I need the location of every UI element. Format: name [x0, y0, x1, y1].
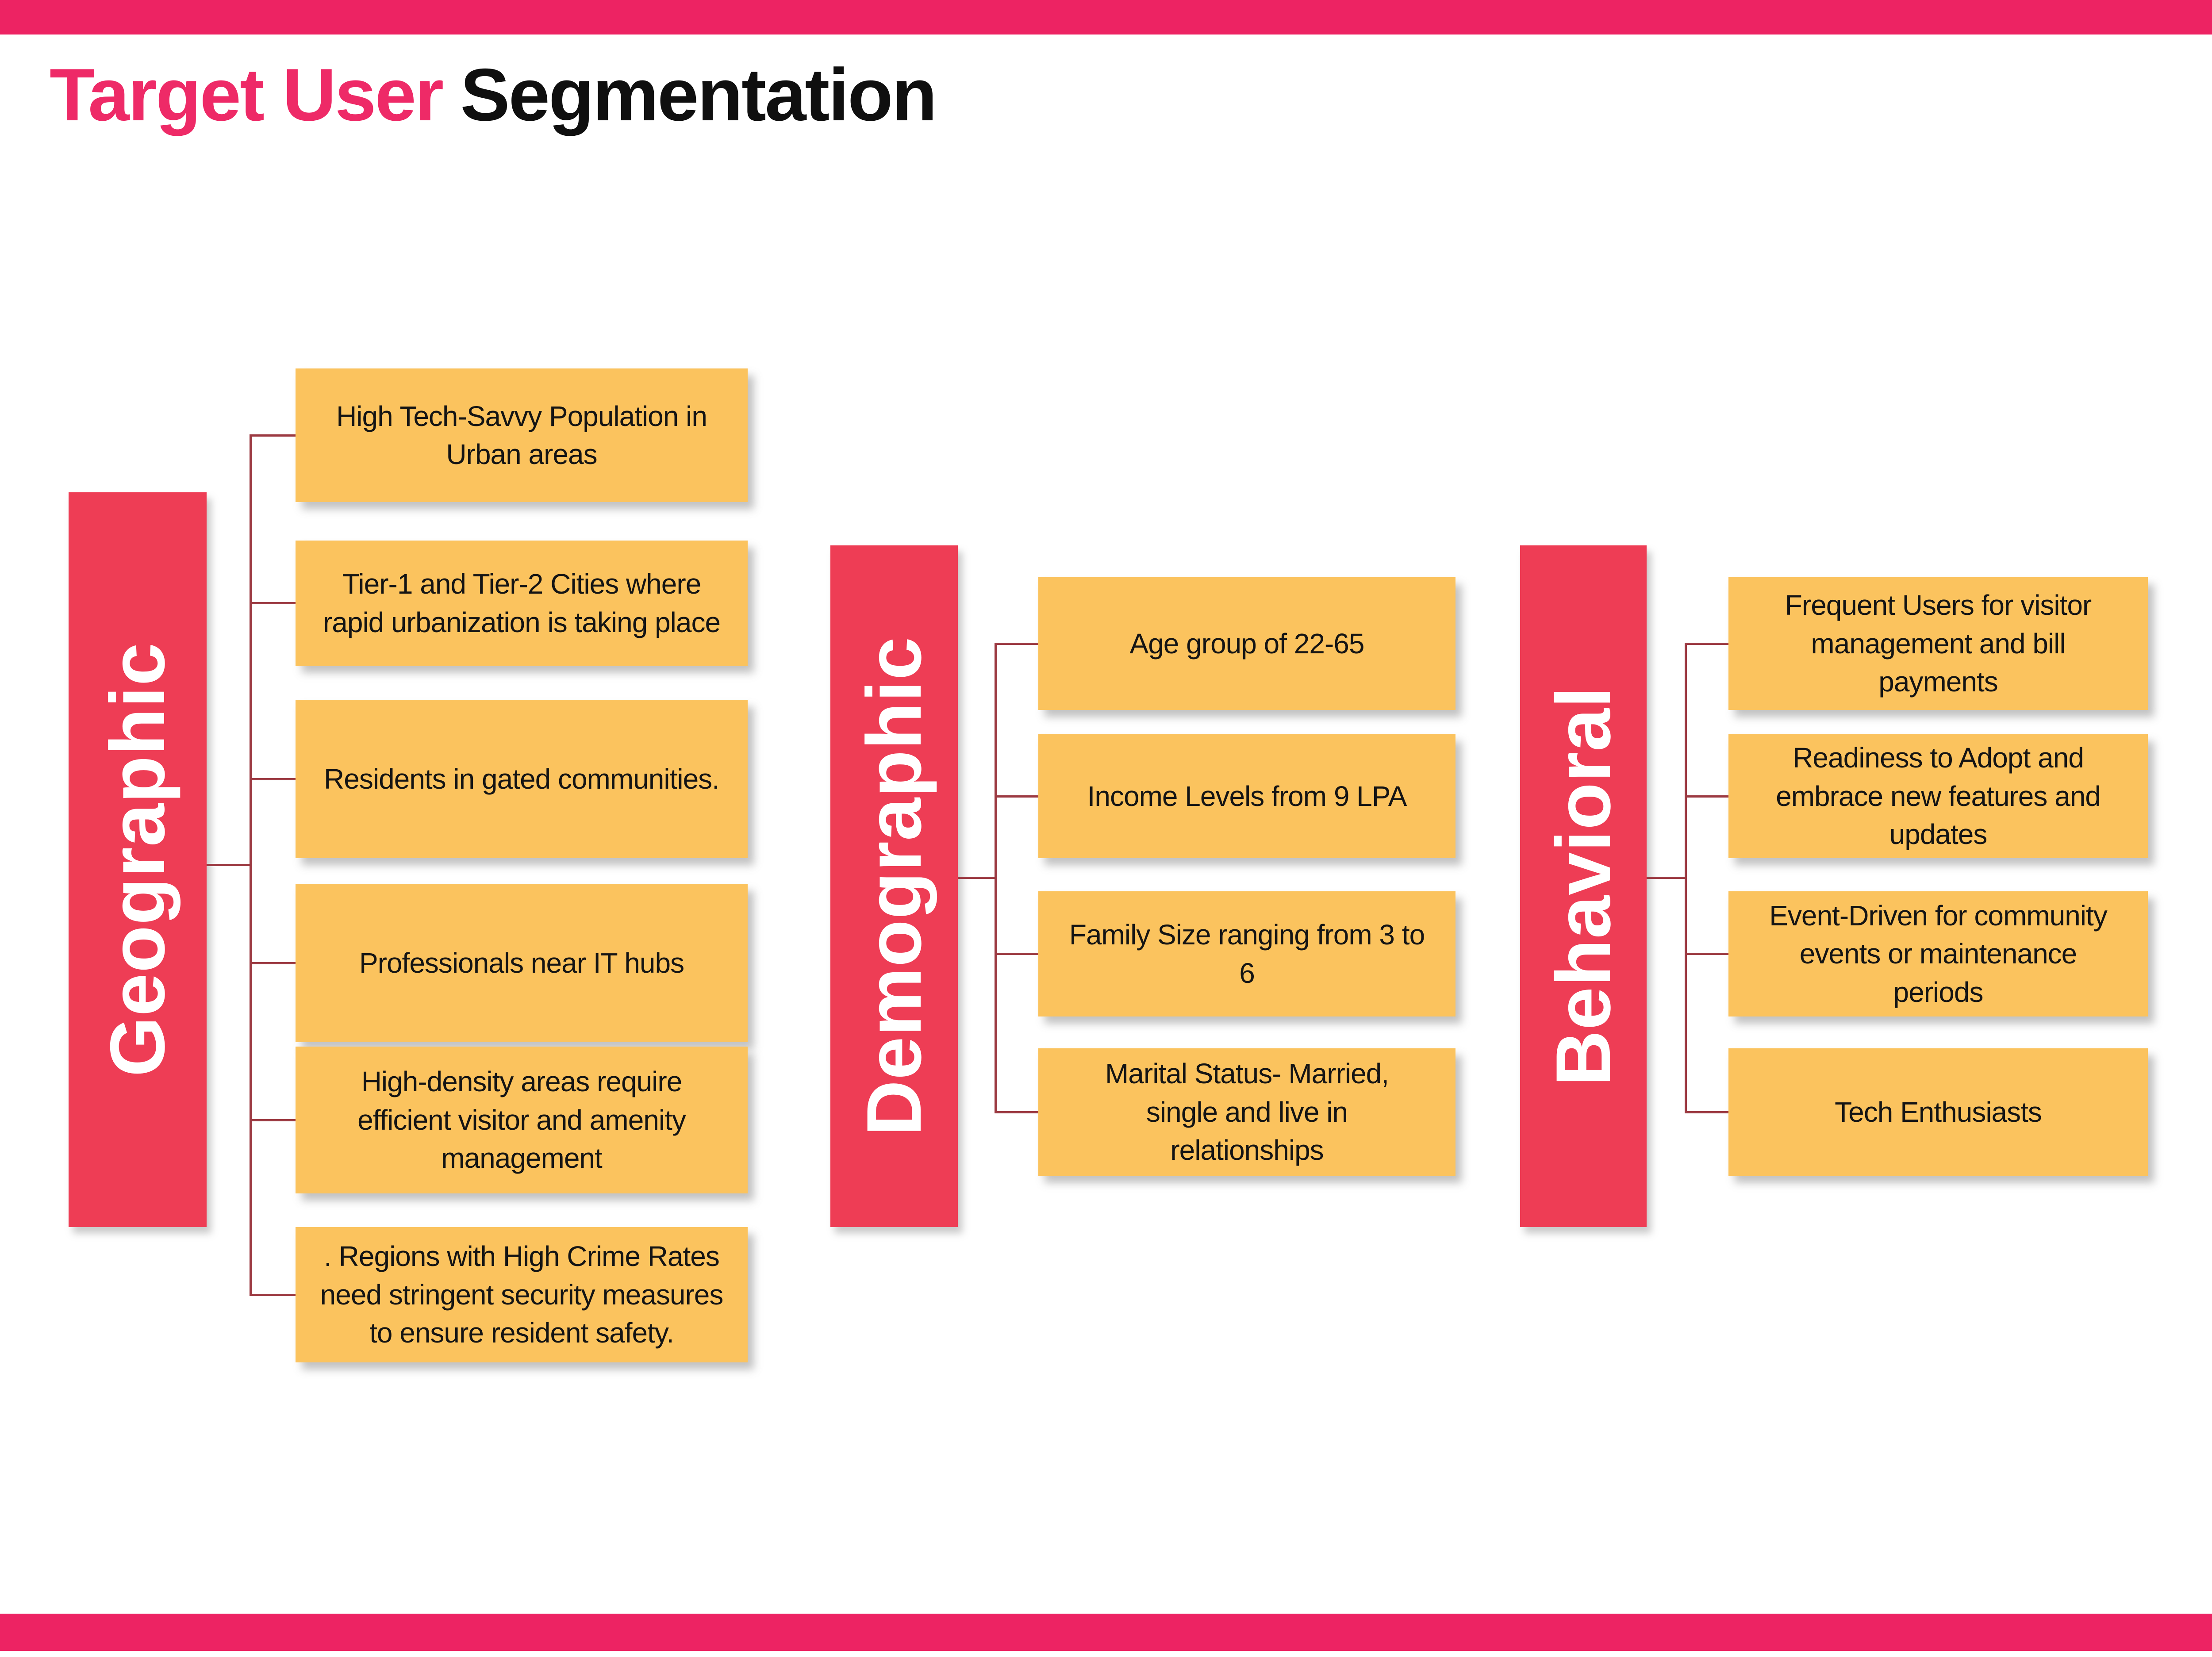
- item-box-geographic-5: High-density areas require efficient vis…: [296, 1047, 748, 1193]
- connector-stub: [1687, 953, 1728, 955]
- connector-stub: [252, 602, 296, 604]
- item-box-demographic-2: Income Levels from 9 LPA: [1038, 734, 1455, 858]
- title-rest: Segmentation: [460, 53, 937, 136]
- item-box-geographic-4: Professionals near IT hubs: [296, 884, 748, 1042]
- category-bar-behavioral: Behavioral: [1520, 545, 1647, 1227]
- item-box-behavioral-4: Tech Enthusiasts: [1728, 1048, 2148, 1176]
- connector-stub: [997, 795, 1038, 798]
- item-box-behavioral-2: Readiness to Adopt and embrace new featu…: [1728, 734, 2148, 858]
- item-box-geographic-6: . Regions with High Crime Rates need str…: [296, 1227, 748, 1362]
- connector-bar-stub: [207, 864, 252, 866]
- category-bar-geographic: Geographic: [69, 492, 207, 1227]
- connector-stub: [997, 1111, 1038, 1113]
- connector-stub: [1687, 1111, 1728, 1113]
- item-box-geographic-3: Residents in gated communities.: [296, 700, 748, 858]
- category-label: Behavioral: [1540, 686, 1627, 1086]
- connector-stub: [252, 778, 296, 780]
- category-label: Geographic: [94, 642, 181, 1077]
- connector-stub: [252, 962, 296, 964]
- connector-stub: [997, 642, 1038, 645]
- bottom-accent-bar: [0, 1614, 2212, 1651]
- item-box-demographic-1: Age group of 22-65: [1038, 577, 1455, 710]
- item-box-geographic-2: Tier-1 and Tier-2 Cities where rapid urb…: [296, 541, 748, 666]
- top-accent-bar: [0, 0, 2212, 35]
- connector-stub: [1687, 795, 1728, 798]
- category-bar-demographic: Demographic: [830, 545, 958, 1227]
- connector-stub: [997, 953, 1038, 955]
- category-label: Demographic: [851, 636, 937, 1136]
- item-box-behavioral-1: Frequent Users for visitor management an…: [1728, 577, 2148, 710]
- item-box-demographic-3: Family Size ranging from 3 to 6: [1038, 891, 1455, 1016]
- title-accent: Target User: [50, 53, 444, 136]
- connector-stub: [252, 1119, 296, 1121]
- connector-bar-stub: [1647, 877, 1687, 879]
- connector-bar-stub: [958, 877, 997, 879]
- item-box-demographic-4: Marital Status- Married, single and live…: [1038, 1048, 1455, 1176]
- item-box-geographic-1: High Tech-Savvy Population in Urban area…: [296, 368, 748, 502]
- connector-stub: [252, 1293, 296, 1296]
- connector-stub: [1687, 642, 1728, 645]
- item-box-behavioral-3: Event-Driven for community events or mai…: [1728, 891, 2148, 1016]
- connector-stub: [252, 434, 296, 437]
